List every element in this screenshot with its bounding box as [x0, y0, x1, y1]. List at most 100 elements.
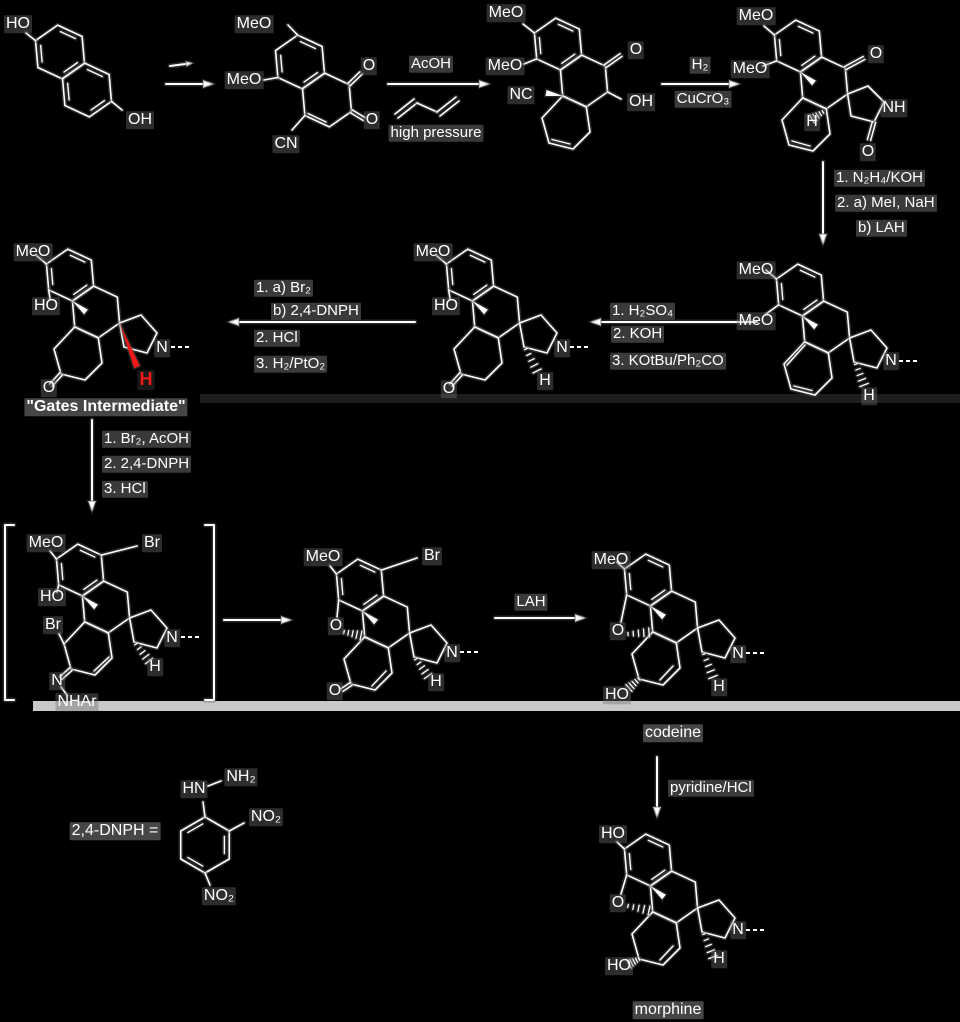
reagent-a1: 1. H₂SO₄: [610, 301, 676, 320]
reagent-d2: 2. a) MeI, NaH: [835, 193, 937, 212]
reagent-c2: 2. 2,4-DNPH: [102, 454, 192, 473]
reagent-high-pressure: high pressure: [388, 123, 484, 142]
s3-oh: OH: [627, 93, 655, 111]
arrow-to-gates-intermediate: [225, 316, 418, 328]
s4-h: H: [804, 113, 820, 131]
reagent-a2: 2. KOH: [611, 324, 665, 343]
structure-diels-alder-adduct: [520, 15, 625, 152]
reagent-h2: H₂: [689, 55, 711, 74]
structure-bromo-hydrazone-intermediate: [47, 541, 199, 698]
s4-meo-upper: MeO: [736, 7, 776, 25]
s11-h: H: [711, 950, 727, 968]
s1-ho: HO: [4, 15, 32, 33]
structure-morphine: [614, 831, 764, 971]
s10-o-ether: O: [609, 622, 627, 640]
intermediate-brackets: [2, 522, 217, 703]
s5-meo-lower: MeO: [736, 312, 776, 330]
s2-cn: CN: [272, 135, 300, 153]
reagent-b3: 2. HCl: [254, 328, 300, 347]
structure-dihydroxynaphthalene: [23, 22, 125, 120]
structure-cyanomethyl-naphthoquinone: [261, 22, 368, 133]
arrow-hydrogenation: [659, 78, 743, 90]
arrow-lah: [492, 612, 589, 624]
structure-bromocodeinone: [327, 555, 478, 694]
s7-h-red: H: [137, 369, 155, 390]
dnph-no2-ortho: NO₂: [248, 808, 284, 826]
s2-meo-lower: MeO: [224, 71, 264, 89]
s4-nh: NH: [880, 99, 908, 117]
s9-n: N: [444, 644, 460, 662]
dnph-hn: HN: [180, 780, 208, 798]
structure-keto-lactam: [760, 17, 887, 154]
background-bands: [33, 394, 960, 711]
structure-gates-intermediate: [34, 246, 189, 389]
gates-intermediate-name: "Gates Intermediate": [24, 398, 188, 416]
s9-meo: MeO: [303, 548, 343, 566]
reagent-b4: 3. H₂/PtO₂: [254, 354, 328, 373]
s5-h: H: [861, 387, 877, 405]
arrow-hydrolysis-oxidation: [587, 316, 760, 328]
s1-oh: OH: [126, 111, 154, 129]
s3-o: O: [627, 41, 645, 59]
s11-ho-phenol: HO: [599, 825, 627, 843]
structure-24-dnph: [178, 778, 247, 888]
s3-meo-lower: MeO: [485, 57, 525, 75]
arrow-wolff-kishner-methylation: [817, 159, 829, 248]
s4-o-lactam: O: [859, 143, 877, 161]
s8-h: H: [147, 658, 163, 676]
dnph-no2-para: NO₂: [201, 887, 237, 905]
reagent-b1: 1. a) Br₂: [254, 278, 314, 297]
reagent-lah: LAH: [514, 592, 548, 611]
s3-meo-upper: MeO: [486, 4, 526, 22]
codeine-name: codeine: [642, 724, 704, 742]
s10-n: N: [730, 645, 746, 663]
s6-meo: MeO: [413, 243, 453, 261]
butadiene-diene: [392, 94, 462, 121]
s6-ho: HO: [432, 297, 460, 315]
dnph-definition: 2,4-DNPH =: [69, 822, 161, 840]
dnph-nh2: NH₂: [224, 768, 258, 786]
s7-o: O: [40, 379, 58, 397]
s5-meo-upper: MeO: [736, 261, 776, 279]
reagent-d1: 1. N₂H₄/KOH: [834, 168, 925, 187]
s4-o-ketone: O: [867, 45, 885, 63]
arrow-step1-small: [167, 60, 196, 69]
s11-ho-allylic: HO: [605, 957, 633, 975]
s8-n-hydrazone: N: [49, 672, 65, 690]
s8-br-aromatic: Br: [142, 534, 162, 552]
s7-ho: HO: [32, 297, 60, 315]
s8-nhar: NHAr: [55, 693, 99, 711]
s8-ho: HO: [38, 588, 66, 606]
reagent-d3: b) LAH: [856, 218, 907, 237]
s7-n: N: [154, 339, 170, 357]
s9-o-ketone: O: [326, 682, 344, 700]
s5-n: N: [883, 352, 899, 370]
s8-meo: MeO: [26, 534, 66, 552]
s6-o: O: [440, 380, 458, 398]
s10-ho: HO: [603, 686, 631, 704]
arrow-bromination-dnph: [86, 417, 98, 515]
s3-nc: NC: [507, 86, 535, 104]
reagent-pyridine-hcl: pyridine/HCl: [668, 778, 754, 797]
structure-codeine: [614, 551, 764, 694]
arrow-step1: [163, 78, 217, 90]
s9-h: H: [428, 673, 444, 691]
morphine-name: morphine: [632, 1001, 704, 1019]
arrow-hydrazone-collapse: [221, 614, 295, 626]
s9-o-ether: O: [327, 617, 345, 635]
reagent-c3: 3. HCl: [102, 479, 148, 498]
s6-h: H: [537, 372, 553, 390]
reagent-c1: 1. Br₂, AcOH: [102, 429, 192, 448]
s2-o-lower: O: [363, 111, 381, 129]
s2-meo-upper: MeO: [234, 15, 274, 33]
s10-h: H: [711, 678, 727, 696]
s6-n: N: [554, 339, 570, 357]
arrow-diels-alder: [385, 78, 493, 90]
s11-o-ether: O: [609, 894, 627, 912]
s10-meo: MeO: [591, 551, 631, 569]
reagent-a3: 3. KOtBu/Ph₂CO: [610, 351, 726, 370]
s9-br: Br: [422, 547, 442, 565]
